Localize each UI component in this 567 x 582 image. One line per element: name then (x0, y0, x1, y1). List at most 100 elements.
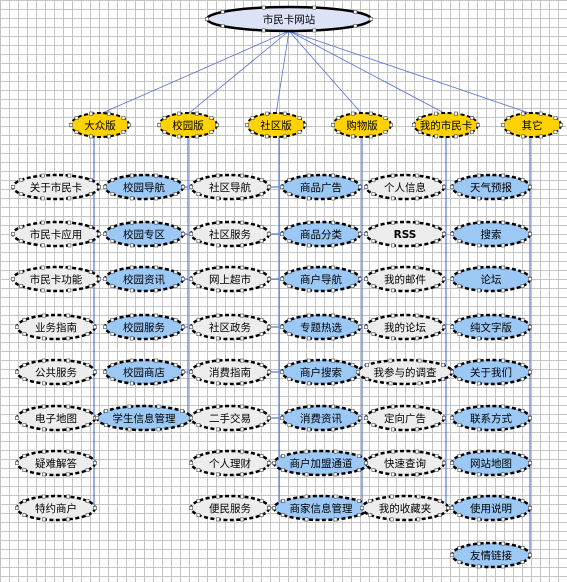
selection-handle (66, 381, 70, 386)
category-node-2[interactable]: 社区版 (245, 111, 307, 139)
item-node-3-5[interactable]: 消费资讯 (280, 404, 362, 432)
selection-handle (281, 468, 285, 472)
item-node-0-4[interactable]: 公共服务 (15, 358, 97, 386)
category-node-3[interactable]: 购物版 (331, 111, 393, 139)
item-node-0-3-label: 业务指南 (35, 321, 77, 334)
item-node-0-5[interactable]: 电子地图 (15, 404, 97, 432)
selection-handle (196, 468, 201, 472)
selection-handle (553, 116, 558, 120)
selection-handle (240, 313, 244, 318)
item-node-0-1[interactable]: 市民卡应用 (11, 220, 101, 248)
item-node-2-1[interactable]: 社区服务 (189, 220, 271, 248)
selection-handle (358, 232, 362, 236)
selection-handle (240, 173, 244, 178)
selection-handle (181, 185, 185, 189)
selection-handle (477, 381, 481, 386)
item-node-0-7[interactable]: 特约商户 (15, 494, 97, 522)
item-node-1-2-label: 校园资讯 (123, 273, 165, 286)
item-node-5-7[interactable]: 使用说明 (450, 494, 532, 522)
item-node-2-2[interactable]: 网上超市 (189, 265, 271, 293)
item-node-4-4[interactable]: 我参与的调查 (356, 358, 454, 386)
item-node-1-5[interactable]: 学生信息管理 (95, 404, 193, 432)
selection-handle (506, 116, 511, 120)
item-node-2-3[interactable]: 社区政务 (189, 313, 271, 341)
selection-handle (130, 288, 134, 293)
item-node-3-0[interactable]: 商品广告 (280, 173, 362, 201)
item-node-2-4[interactable]: 消费指南 (189, 358, 271, 386)
selection-handle (364, 325, 368, 329)
item-node-5-5[interactable]: 联系方式 (450, 404, 532, 432)
root-node[interactable]: 市民卡网站 (205, 5, 373, 33)
selection-handle (216, 358, 220, 363)
item-node-5-6[interactable]: 网站地图 (450, 449, 532, 477)
item-node-4-5[interactable]: 定向广告 (364, 404, 446, 432)
category-node-0[interactable]: 大众版 (69, 111, 131, 139)
item-node-5-7-label: 使用说明 (470, 502, 512, 515)
selection-handle (216, 243, 220, 248)
selection-handle (307, 220, 311, 225)
selection-handle (417, 358, 422, 363)
selection-handle (457, 270, 462, 274)
item-node-4-7[interactable]: 我的收藏夹 (360, 494, 450, 522)
item-node-1-4[interactable]: 校园商店 (103, 358, 185, 386)
item-node-5-2[interactable]: 论坛 (450, 265, 532, 293)
item-node-5-3-label: 纯文字版 (470, 321, 512, 334)
item-node-3-7[interactable]: 商家信息管理 (272, 494, 370, 522)
item-node-3-1[interactable]: 商品分类 (280, 220, 362, 248)
selection-handle (22, 318, 27, 322)
item-node-1-1[interactable]: 校园专区 (103, 220, 185, 248)
item-node-3-4[interactable]: 商户搜索 (280, 358, 362, 386)
selection-handle (154, 381, 158, 386)
item-node-5-3[interactable]: 纯文字版 (450, 313, 532, 341)
selection-handle (520, 468, 525, 472)
item-node-2-7[interactable]: 便民服务 (189, 494, 271, 522)
selection-handle (130, 313, 134, 318)
item-node-5-8[interactable]: 友情链接 (450, 541, 532, 569)
item-node-0-3[interactable]: 业务指南 (15, 313, 97, 341)
item-node-0-2[interactable]: 市民卡功能 (11, 265, 101, 293)
item-node-2-5[interactable]: 二手交易 (189, 404, 271, 432)
item-node-4-0[interactable]: 个人信息 (364, 173, 446, 201)
item-node-4-1[interactable]: RSS (364, 220, 446, 248)
category-node-5[interactable]: 其它 (501, 111, 563, 139)
selection-handle (209, 116, 214, 120)
selection-handle (19, 270, 24, 274)
item-node-2-6[interactable]: 个人理财 (189, 449, 271, 477)
selection-handle (121, 116, 126, 120)
selection-handle (501, 449, 505, 454)
selection-handle (457, 546, 462, 550)
selection-handle (22, 468, 27, 472)
item-node-0-6[interactable]: 疑难解答 (15, 449, 97, 477)
item-node-1-3[interactable]: 校园服务 (103, 313, 185, 341)
selection-handle (441, 363, 445, 367)
selection-handle (457, 178, 462, 182)
item-node-4-3[interactable]: 我的论坛 (364, 313, 446, 341)
item-node-5-1[interactable]: 搜索 (450, 220, 532, 248)
selection-handle (520, 178, 525, 182)
category-node-1[interactable]: 校园版 (157, 111, 219, 139)
selection-handle (19, 225, 24, 229)
selection-handle (434, 134, 439, 139)
item-node-3-2[interactable]: 商户导航 (280, 265, 362, 293)
item-node-1-0-label: 校园导航 (123, 181, 165, 194)
item-node-5-2-label: 论坛 (481, 273, 502, 286)
item-node-4-6[interactable]: 快速查询 (364, 449, 446, 477)
item-node-2-0[interactable]: 社区导航 (189, 173, 271, 201)
item-node-1-0[interactable]: 校园导航 (103, 173, 185, 201)
selection-handle (521, 111, 525, 116)
selection-handle (469, 116, 474, 120)
item-node-3-6[interactable]: 商户加盟通道 (272, 449, 370, 477)
category-node-4[interactable]: 我的市民卡 (412, 111, 480, 139)
selection-handle (216, 288, 220, 293)
item-node-5-0[interactable]: 天气预报 (450, 173, 532, 201)
item-node-0-0[interactable]: 关于市民卡 (11, 173, 101, 201)
item-node-1-2[interactable]: 校园资讯 (103, 265, 185, 293)
selection-handle (304, 494, 309, 499)
item-node-3-3[interactable]: 专题热选 (280, 313, 362, 341)
item-node-0-5-label: 电子地图 (35, 412, 77, 425)
selection-handle (11, 185, 15, 189)
selection-handle (154, 220, 158, 225)
item-node-5-4[interactable]: 关于我们 (450, 358, 532, 386)
selection-handle (434, 409, 439, 413)
item-node-4-2[interactable]: 我的邮件 (364, 265, 446, 293)
